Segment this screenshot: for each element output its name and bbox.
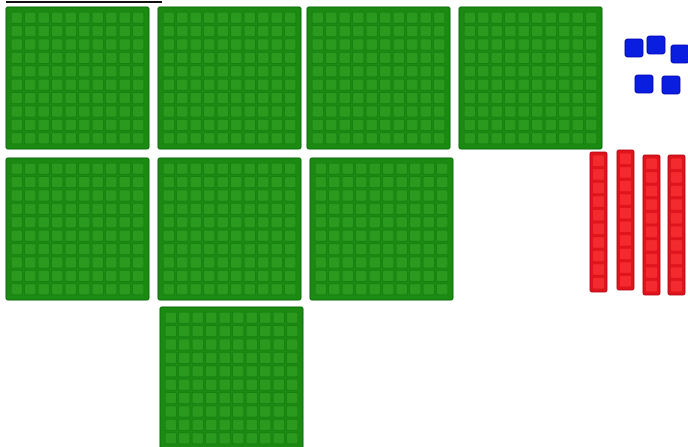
one-cube	[647, 36, 665, 54]
hundred-flat	[158, 7, 301, 149]
hundred-flat	[6, 158, 149, 300]
hundred-flat	[160, 307, 303, 447]
hundred-flat	[6, 7, 149, 149]
hundred-flat	[459, 7, 602, 149]
hundreds-group	[6, 7, 602, 447]
hundred-flat	[158, 158, 301, 300]
ten-rod	[590, 152, 607, 292]
ten-rod	[668, 155, 685, 295]
hundred-flat	[307, 7, 450, 149]
ones-group	[625, 36, 688, 94]
one-cube	[635, 75, 653, 93]
tens-group	[590, 150, 685, 295]
one-cube	[671, 45, 688, 63]
ten-rod	[617, 150, 634, 290]
one-cube	[625, 39, 643, 57]
hundred-flat	[310, 158, 453, 300]
ten-rod	[643, 155, 660, 295]
one-cube	[662, 76, 680, 94]
